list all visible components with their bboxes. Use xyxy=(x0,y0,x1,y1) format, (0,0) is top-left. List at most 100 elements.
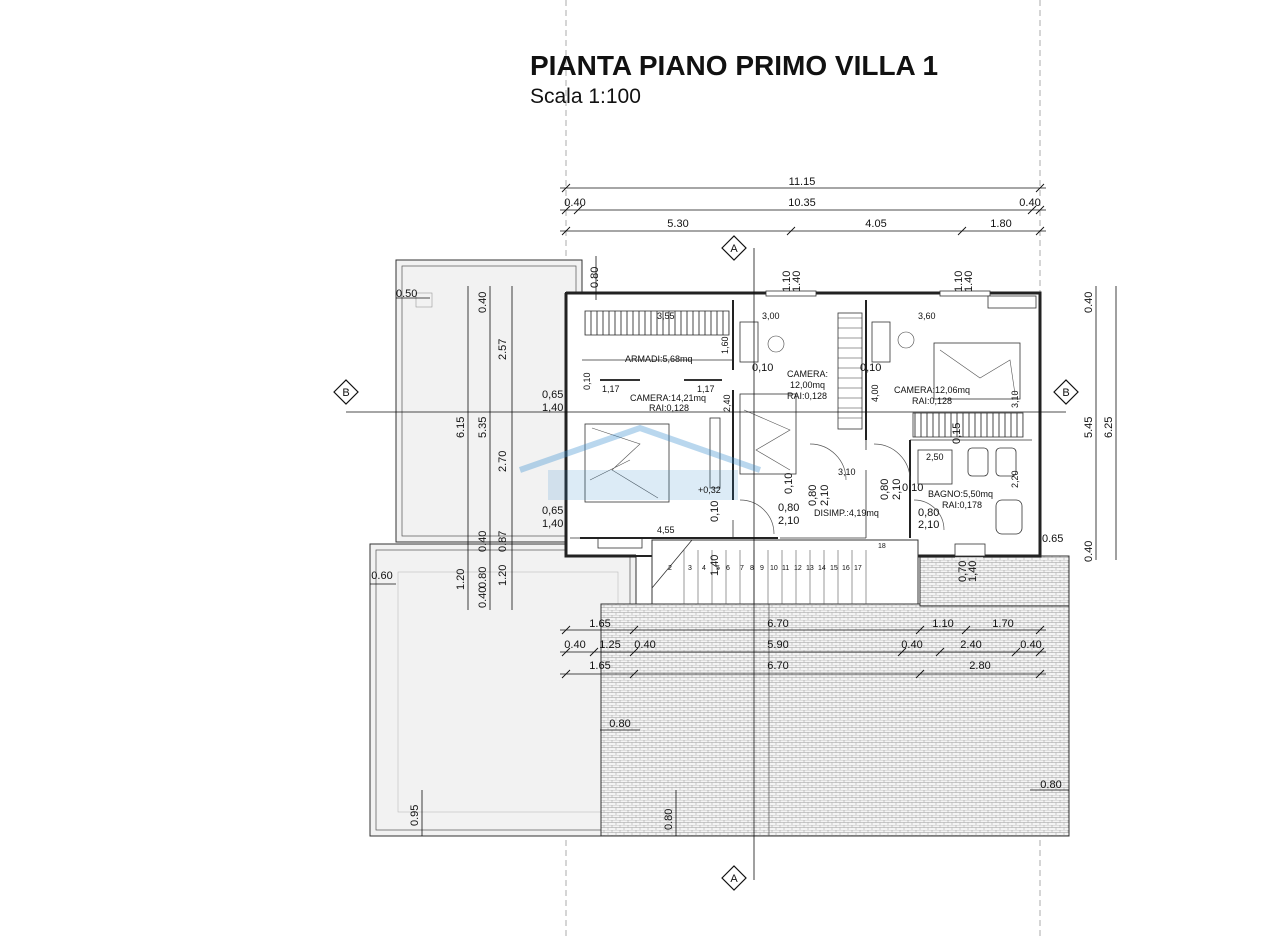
dim-310b: 3,10 xyxy=(838,467,856,477)
stair-num: 8 xyxy=(750,565,754,572)
dim-240: 2,40 xyxy=(722,394,732,412)
dim-b040a: 0.40 xyxy=(564,639,585,651)
dim-b165b: 1.65 xyxy=(589,660,610,672)
dim-window-140c: 1,40 xyxy=(542,402,563,414)
dim-t080a: 0.80 xyxy=(609,718,630,730)
dim-left-270: 2.70 xyxy=(497,451,509,472)
dim-b670a: 6.70 xyxy=(767,618,788,630)
dim-117b: 1,17 xyxy=(697,384,715,394)
dim-left-040a: 0.40 xyxy=(477,292,489,313)
dim-b040c: 0.40 xyxy=(901,639,922,651)
section-lines xyxy=(346,248,1066,880)
dim-top-left: 0.40 xyxy=(564,197,585,209)
section-mark-a-bottom: A xyxy=(721,865,747,891)
dim-010c: 0,10 xyxy=(860,362,881,374)
stair-num: 16 xyxy=(842,565,850,572)
dim-b590: 5.90 xyxy=(767,639,788,651)
dim-left-087: 0.87 xyxy=(497,531,509,552)
stair-num: 6 xyxy=(726,565,730,572)
dim-top-total: 11.15 xyxy=(789,176,816,188)
dim-b125: 1.25 xyxy=(599,639,620,651)
room-camera3-name: CAMERA:12,06mq xyxy=(894,385,970,395)
dim-t080c: 0.80 xyxy=(663,809,675,830)
scale-subtitle: Scala 1:100 xyxy=(530,85,641,108)
dim-window-110a: 1.10 xyxy=(781,271,793,292)
dim-window-140d: 1,40 xyxy=(542,518,563,530)
dim-250: 2,50 xyxy=(926,452,944,462)
room-armadi: ARMADI:5,68mq xyxy=(625,354,693,364)
stair-num: 5 xyxy=(716,565,720,572)
dim-top-mid: 10.35 xyxy=(788,197,816,209)
dim-b240: 2.40 xyxy=(960,639,981,651)
tiled-balcony xyxy=(600,555,1070,837)
dim-left-120a: 1.20 xyxy=(455,569,467,590)
dim-300: 3,00 xyxy=(762,311,780,321)
dim-015: 0,15 xyxy=(951,423,963,444)
svg-text:A: A xyxy=(730,243,738,255)
dim-right-065: 0.65 xyxy=(1042,533,1063,545)
dim-010b: 0,10 xyxy=(752,362,773,374)
dim-310a: 3,10 xyxy=(1010,390,1020,408)
dim-400: 4,00 xyxy=(870,384,880,402)
room-camera3-rai: RAI:0,128 xyxy=(912,396,952,406)
left-terrace-upper xyxy=(395,259,583,543)
dim-right-040b: 0.40 xyxy=(1083,541,1095,562)
dim-210a: 2,10 xyxy=(819,485,831,506)
room-camera2-name: CAMERA: xyxy=(787,369,828,379)
stair-num: 10 xyxy=(770,565,778,572)
dim-160: 1,60 xyxy=(720,336,730,354)
room-bagno-rai: RAI:0,178 xyxy=(942,500,982,510)
stair-num: 3 xyxy=(688,565,692,572)
dim-010d: 0,10 xyxy=(783,473,795,494)
dim-t095: 0.95 xyxy=(409,805,421,826)
dim-top-b: 4.05 xyxy=(865,218,886,230)
dim-b170: 1.70 xyxy=(992,618,1013,630)
dim-050: 0.50 xyxy=(396,288,417,300)
stair-num: 2 xyxy=(668,565,672,572)
dim-360: 3,60 xyxy=(918,311,936,321)
left-dimension-lines xyxy=(467,256,597,610)
dim-right-040a: 0.40 xyxy=(1083,292,1095,313)
stair-num: 13 xyxy=(806,565,814,572)
dim-stair-140: 1,40 xyxy=(709,555,721,576)
bottom-dimension-lines xyxy=(370,297,1069,836)
stair-num: 7 xyxy=(740,565,744,572)
dim-140b: 1,40 xyxy=(967,561,979,582)
dim-220: 2,20 xyxy=(1010,470,1020,488)
room-disimp: DISIMP.:4,19mq xyxy=(814,508,879,518)
stair-num: 4 xyxy=(702,565,706,572)
svg-text:A: A xyxy=(730,873,738,885)
stair-num: 14 xyxy=(818,565,826,572)
watermark-logo xyxy=(519,424,761,500)
dim-top-right: 0.40 xyxy=(1019,197,1040,209)
level-mark: +0,32 xyxy=(698,485,721,495)
dim-left-257: 2.57 xyxy=(497,339,509,360)
dim-t080b: 0.80 xyxy=(1040,779,1061,791)
svg-text:B: B xyxy=(342,387,349,399)
left-terrace-lower xyxy=(369,543,637,837)
dim-top-c: 1.80 xyxy=(990,218,1011,230)
title-block: PIANTA PIANO PRIMO VILLA 1 Scala 1:100 xyxy=(530,48,938,110)
dim-left-120b: 1.20 xyxy=(497,565,509,586)
dim-355: 3,55 xyxy=(657,311,675,321)
dim-window-140b: 1.40 xyxy=(963,271,975,292)
dim-080d: 0,80 xyxy=(918,507,939,519)
dim-t060: 0.60 xyxy=(371,570,392,582)
dim-b165a: 1.65 xyxy=(589,618,610,630)
section-mark-b-right: B xyxy=(1053,379,1079,405)
section-mark-b-left: B xyxy=(333,379,359,405)
dim-117a: 1,17 xyxy=(602,384,620,394)
stair-num: 9 xyxy=(760,565,764,572)
dim-top-a: 5.30 xyxy=(667,218,688,230)
dim-070: 0,70 xyxy=(957,561,969,582)
dim-210b: 2,10 xyxy=(891,479,903,500)
dim-left-080: 0.80 xyxy=(477,567,489,588)
dim-b670b: 6.70 xyxy=(767,660,788,672)
room-camera1-name: CAMERA:14,21mq xyxy=(630,393,706,403)
dim-b040b: 0.40 xyxy=(634,639,655,651)
dim-080b: 0,80 xyxy=(879,479,891,500)
stair-num: 15 xyxy=(830,565,838,572)
dim-window-065b: 0,65 xyxy=(542,505,563,517)
dim-080c: 0,80 xyxy=(778,502,799,514)
